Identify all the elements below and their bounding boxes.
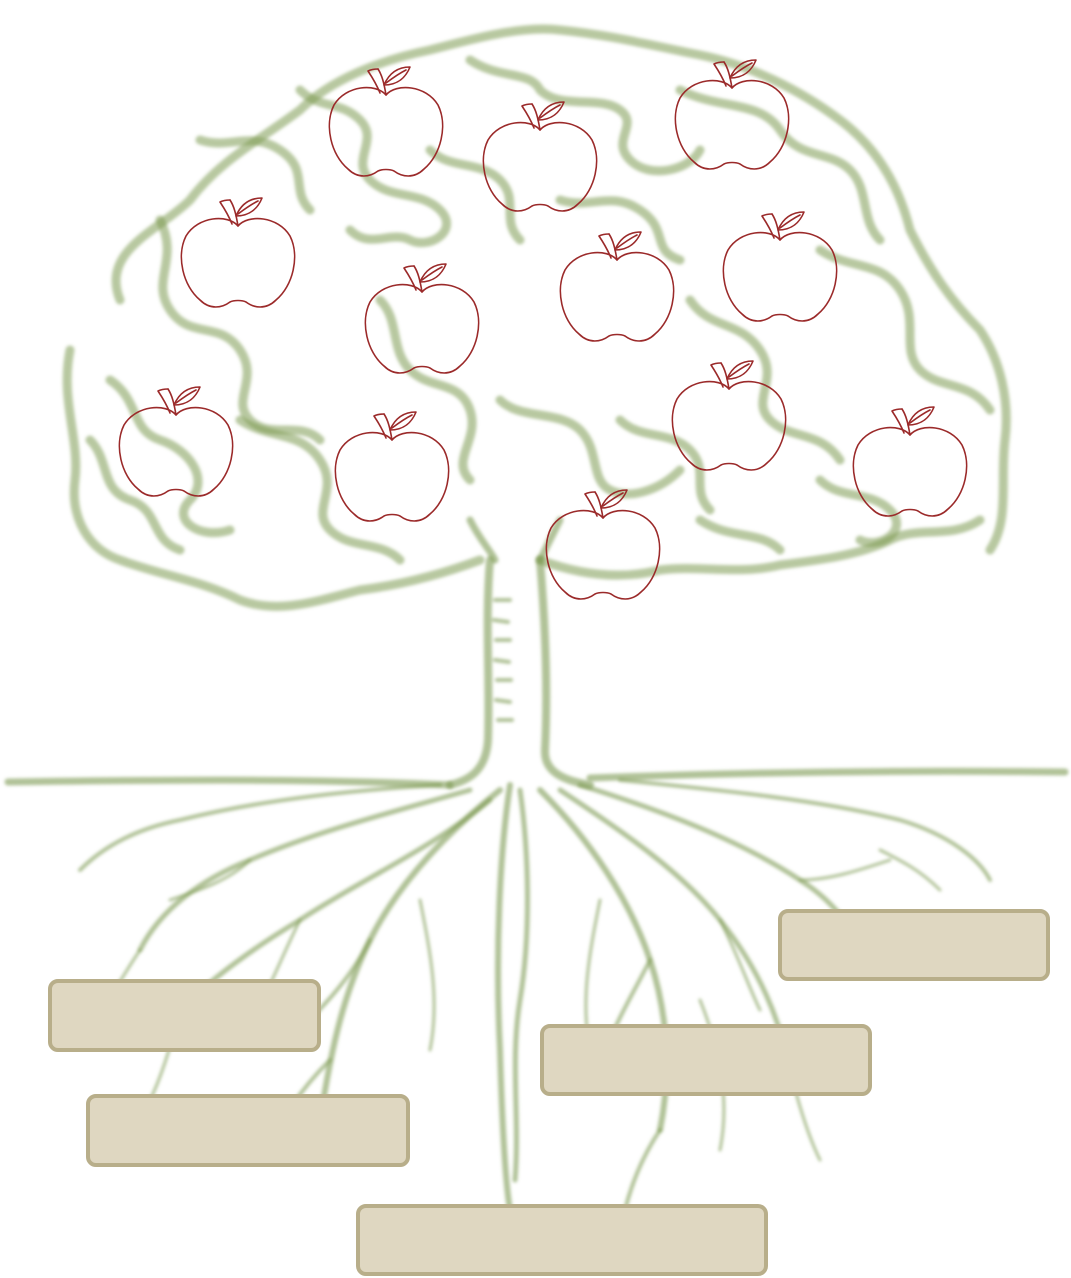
- apple-icon: [119, 387, 232, 496]
- apple-icon: [483, 102, 596, 211]
- apple-icon: [723, 212, 836, 321]
- apple-icon: [181, 198, 294, 307]
- apple-icon: [365, 264, 478, 373]
- apple-icon: [335, 412, 448, 521]
- apple-icon: [329, 67, 442, 176]
- root-label-top-right[interactable]: [778, 909, 1050, 981]
- root-label-left-upper[interactable]: [48, 979, 321, 1052]
- root-label-bottom[interactable]: [356, 1204, 768, 1276]
- apple-icon: [546, 490, 659, 599]
- root-label-middle[interactable]: [540, 1024, 872, 1096]
- apple-icon: [560, 232, 673, 341]
- root-label-left-lower[interactable]: [86, 1094, 410, 1167]
